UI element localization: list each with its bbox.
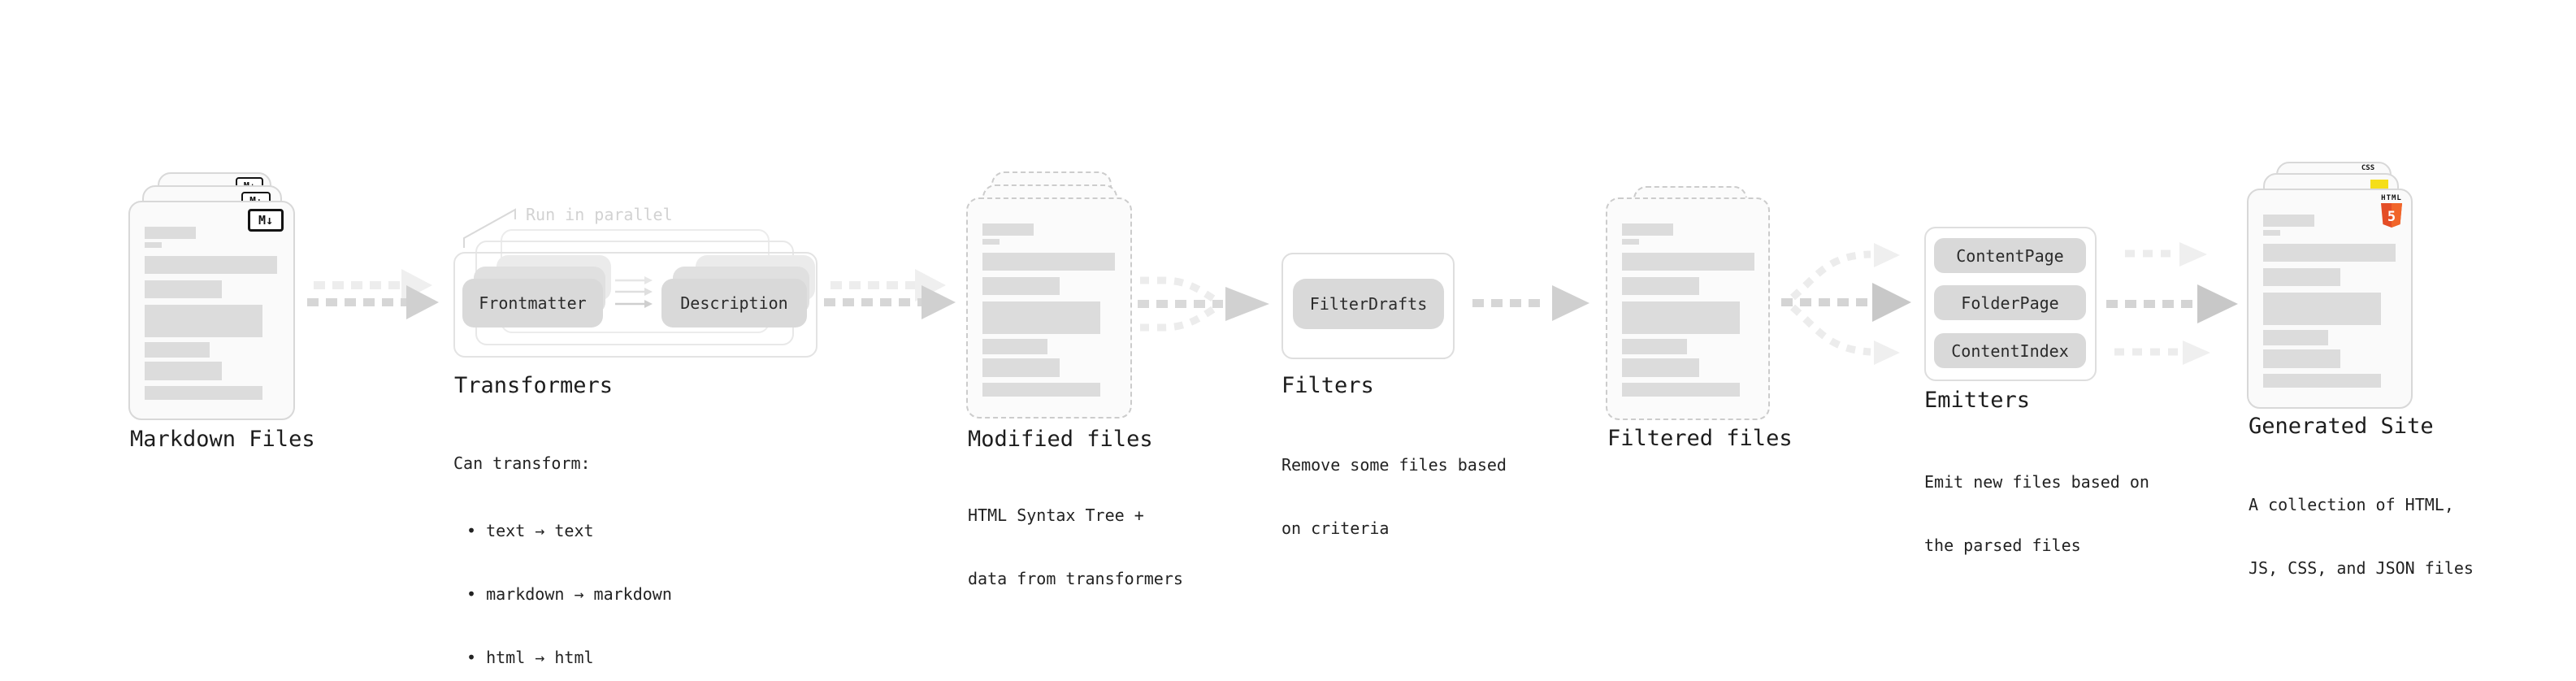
placeholder-line <box>145 342 210 358</box>
placeholder-line <box>1622 239 1639 245</box>
stage-title-filters: Filters <box>1281 373 1374 398</box>
stage-title-transformers: Transformers <box>454 373 614 398</box>
arrow-filtered-to-emitters <box>1781 243 1911 365</box>
html5-shield-icon: 5 <box>2381 203 2402 228</box>
placeholder-line <box>2263 244 2396 262</box>
emitters-subtitle: Emit new files based on the parsed files <box>1924 429 2149 598</box>
html5-badge: HTML 5 <box>2380 194 2403 228</box>
run-in-parallel-annotation: Run in parallel <box>526 205 673 224</box>
placeholder-line <box>145 227 196 239</box>
subtitle-line: HTML Syntax Tree + <box>968 505 1144 525</box>
placeholder-line <box>1622 301 1740 334</box>
stage-title-generated-site: Generated Site <box>2249 414 2434 439</box>
placeholder-line <box>982 277 1060 295</box>
arrow-transformers-to-modified <box>824 269 956 319</box>
generated-site-subtitle: A collection of HTML, JS, CSS, and JSON … <box>2249 452 2474 621</box>
contentpage-pill: ContentPage <box>1934 238 2086 273</box>
placeholder-line <box>1622 223 1673 236</box>
contentindex-pill: ContentIndex <box>1934 333 2086 368</box>
markdown-icon: M↓ <box>248 209 284 232</box>
placeholder-line <box>2263 374 2381 388</box>
placeholder-line <box>145 386 262 400</box>
filters-subtitle: Remove some files based on criteria <box>1281 412 1507 581</box>
stage-title-modified-files: Modified files <box>968 427 1153 452</box>
placeholder-line <box>982 301 1100 334</box>
placeholder-line <box>982 223 1034 236</box>
bullet-line: • html → html <box>466 648 594 667</box>
placeholder-line <box>2263 330 2328 345</box>
filtered-file-card <box>1606 197 1770 420</box>
caption-line: Can transform: <box>453 453 591 473</box>
bullet-line: • text → text <box>466 521 594 540</box>
arrow-filters-to-filtered <box>1472 285 1589 321</box>
filterdrafts-pill: FilterDrafts <box>1293 279 1444 329</box>
placeholder-line <box>1622 253 1754 271</box>
placeholder-line <box>1622 383 1740 397</box>
bullet-line: • markdown → markdown <box>466 584 672 604</box>
css-badge-label: CSS <box>2361 164 2375 172</box>
placeholder-line <box>1622 358 1699 377</box>
placeholder-line <box>982 253 1115 271</box>
transformer-run-outline <box>453 252 817 358</box>
placeholder-line <box>145 242 162 248</box>
subtitle-line: data from transformers <box>968 569 1183 588</box>
subtitle-line: the parsed files <box>1924 536 2081 555</box>
subtitle-line: Emit new files based on <box>1924 472 2149 492</box>
html5-badge-label: HTML <box>2381 194 2402 202</box>
markdown-file-card: M↓ <box>128 201 295 420</box>
subtitle-line: on criteria <box>1281 518 1390 538</box>
svg-text:5: 5 <box>2387 209 2396 225</box>
placeholder-line <box>145 280 222 298</box>
subtitle-line: Remove some files based <box>1281 455 1507 475</box>
arrow-emitters-to-generated <box>2106 242 2238 365</box>
placeholder-line <box>1622 277 1699 295</box>
subtitle-line: A collection of HTML, <box>2249 495 2454 514</box>
description-pill: Description <box>661 279 807 327</box>
arrow-markdown-to-transformers <box>307 269 439 319</box>
placeholder-line <box>982 339 1047 354</box>
modified-files-subtitle: HTML Syntax Tree + data from transformer… <box>968 462 1183 631</box>
modified-file-card <box>966 197 1132 419</box>
stage-title-emitters: Emitters <box>1924 388 2031 413</box>
placeholder-line <box>2263 349 2340 368</box>
js-badge <box>2370 180 2388 189</box>
placeholder-line <box>982 358 1060 377</box>
stage-title-markdown-files: Markdown Files <box>130 427 315 452</box>
placeholder-line <box>145 305 262 337</box>
placeholder-line <box>982 383 1100 397</box>
frontmatter-pill: Frontmatter <box>462 279 603 327</box>
folderpage-pill: FolderPage <box>1934 285 2086 320</box>
transformers-caption: Can transform: • text → text • markdown … <box>453 410 672 681</box>
placeholder-line <box>982 239 1000 245</box>
stage-title-filtered-files: Filtered files <box>1607 426 1793 451</box>
placeholder-line <box>2263 230 2280 236</box>
placeholder-line <box>1622 339 1687 354</box>
placeholder-line <box>2263 268 2340 286</box>
placeholder-line <box>2263 215 2314 227</box>
placeholder-line <box>145 362 222 380</box>
generated-file-card: HTML 5 <box>2247 189 2413 409</box>
placeholder-line <box>2263 293 2381 325</box>
placeholder-line <box>145 256 277 274</box>
arrow-modified-to-filters <box>1138 276 1269 332</box>
subtitle-line: JS, CSS, and JSON files <box>2249 558 2474 578</box>
